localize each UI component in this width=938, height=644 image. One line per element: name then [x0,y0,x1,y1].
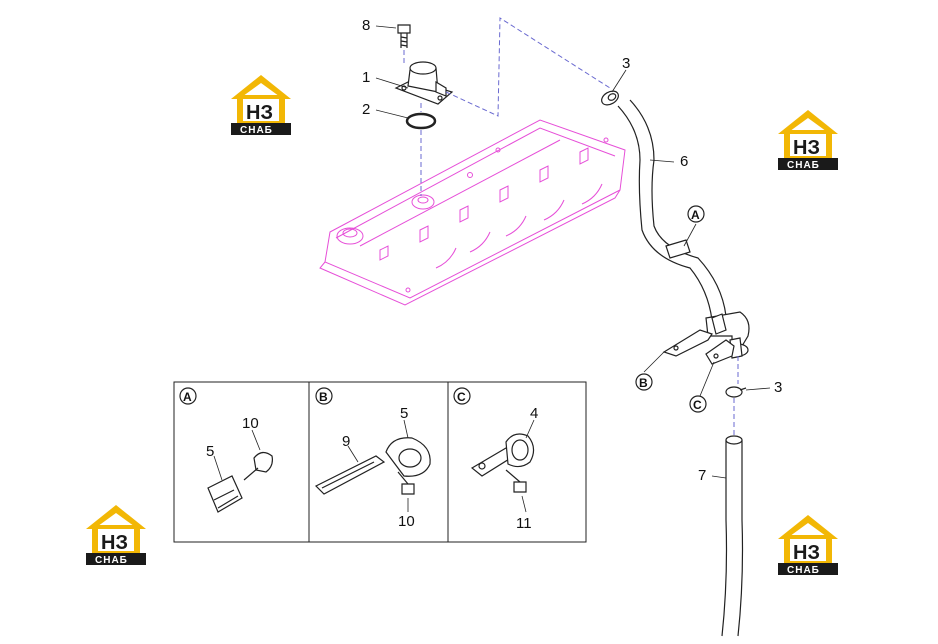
svg-text:НЗ: НЗ [793,542,820,564]
svg-text:СНАБ: СНАБ [787,565,820,576]
svg-text:СНАБ: СНАБ [240,125,273,136]
svg-text:C: C [693,398,702,412]
svg-text:B: B [639,376,648,390]
detail-box-c: C 4 11 [453,387,538,532]
marker-a: A [687,205,705,223]
valve-cover [319,119,626,306]
detail-b-callout-9: 9 [342,433,350,450]
connector-line [445,17,611,117]
detail-a-callout-5: 5 [206,443,214,460]
callout-part-3-bottom: 3 [774,379,782,396]
svg-text:A: A [691,208,700,222]
callout-part-7: 7 [698,467,706,484]
svg-text:НЗ: НЗ [793,137,820,159]
marker-c: C [689,395,707,413]
logo-watermark-1: НЗ СНАБ [231,75,291,136]
callout-part-2: 2 [362,101,370,118]
bolt-part-8 [397,24,411,64]
logo-watermark-3: НЗ СНАБ [86,505,146,566]
callout-part-1: 1 [362,69,370,86]
logo-watermark-2: НЗ СНАБ [778,110,838,171]
marker-b: B [635,373,653,391]
callout-leaders [375,25,771,479]
o-ring [405,103,437,196]
detail-b-callout-5: 5 [400,405,408,422]
svg-text:СНАБ: СНАБ [787,160,820,171]
detail-box-a: A 10 5 [179,387,273,513]
detail-box-b-label: B [319,390,328,404]
hose-part-6 [601,90,727,321]
svg-text:НЗ: НЗ [246,102,273,124]
breather-valve [394,61,454,105]
detail-box-b: B 5 9 10 [314,387,431,530]
svg-text:СНАБ: СНАБ [95,555,128,566]
callout-part-8: 8 [362,17,370,34]
logo-watermark-4: НЗ СНАБ [778,515,838,576]
detail-box-c-label: C [457,390,466,404]
callout-part-3-top: 3 [622,55,630,72]
svg-text:НЗ: НЗ [101,532,128,554]
detail-c-callout-11: 11 [516,515,532,532]
callout-part-6: 6 [680,153,688,170]
bracket-b [662,329,713,357]
detail-a-callout-10: 10 [242,415,259,432]
hose-part-7 [721,435,744,637]
bracket-c [705,339,735,365]
detail-c-callout-4: 4 [530,405,538,422]
detail-panel [173,381,587,543]
tee-fitting [705,311,750,359]
detail-b-callout-10: 10 [398,513,415,530]
detail-box-a-label: A [183,390,192,404]
clamp-part-3-lower [725,356,747,436]
